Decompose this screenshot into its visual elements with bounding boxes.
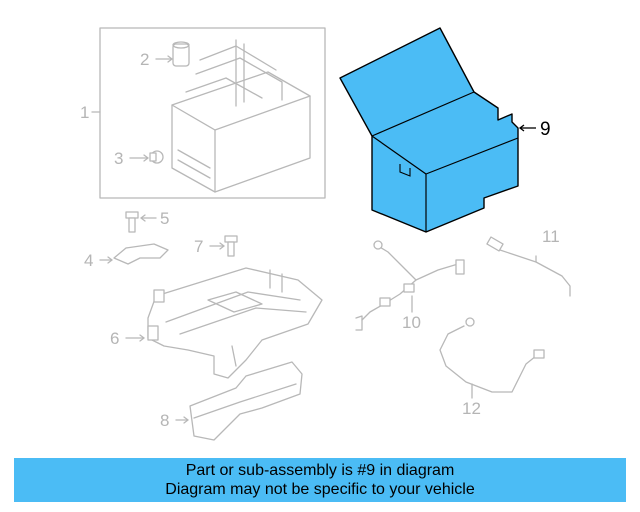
part-4-clamp[interactable]: 4 (84, 243, 169, 270)
callout-6: 6 (110, 329, 119, 348)
callout-8: 8 (160, 411, 169, 430)
callout-4: 4 (84, 251, 93, 270)
part-5-bolt[interactable]: 5 (125, 209, 169, 233)
part-9-battery-cover[interactable]: 9 (339, 27, 551, 233)
part-12-ground-cable[interactable]: 12 (439, 317, 545, 418)
part-10-harness[interactable]: 10 (355, 240, 465, 332)
banner-line-disclaimer: Diagram may not be specific to your vehi… (165, 481, 475, 498)
callout-7: 7 (194, 237, 203, 256)
callout-2: 2 (140, 50, 149, 69)
callout-10: 10 (402, 313, 421, 332)
battery-body (171, 39, 311, 193)
part-2-cap[interactable]: 2 (140, 41, 190, 69)
part-7-bolt[interactable]: 7 (194, 235, 238, 257)
part-11-cable[interactable]: 11 (486, 227, 571, 297)
callout-12: 12 (462, 399, 481, 418)
part-8-heat-shield[interactable]: 8 (160, 361, 303, 441)
callout-3: 3 (114, 149, 123, 168)
part-1-battery-assembly[interactable]: 1 (80, 27, 326, 199)
callout-11: 11 (542, 227, 560, 246)
part-3-bolt[interactable]: 3 (114, 149, 164, 168)
disclaimer-banner: Part or sub-assembly is #9 in diagram Di… (14, 458, 626, 502)
parts-diagram: 1 2 3 5 4 (80, 27, 571, 441)
banner-line-part: Part or sub-assembly is #9 in diagram (185, 462, 455, 479)
callout-9: 9 (540, 119, 551, 140)
callout-5: 5 (160, 209, 169, 228)
callout-1: 1 (80, 103, 89, 122)
part-6-battery-tray[interactable]: 6 (110, 267, 323, 379)
